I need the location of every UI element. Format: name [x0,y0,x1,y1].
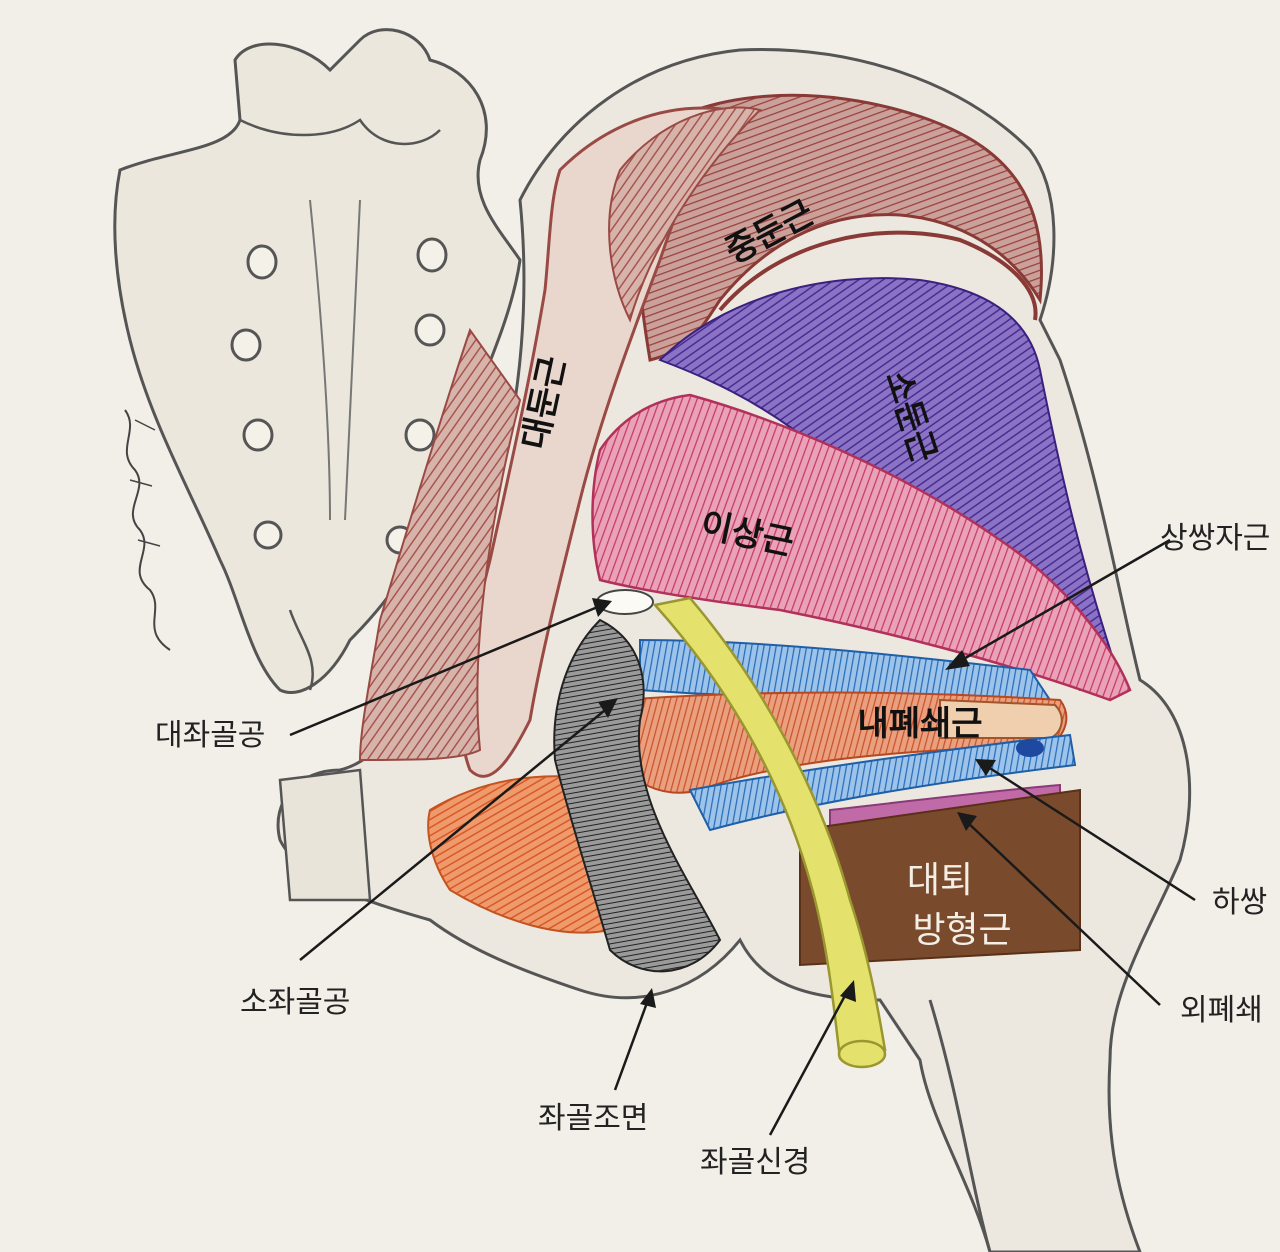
label-quadratus-femoris-line2: 방형근 [912,910,1011,951]
quadratus-femoris-muscle [799,788,1081,967]
gluteus-maximus-muscle [358,106,762,778]
artist-signature [124,409,171,651]
callout-inferior-gemellus: 하쌍 [1212,885,1267,920]
femur-outline [928,999,992,1252]
piriformis-muscle [591,393,1132,702]
callout-superior-gemellus: 상쌍자근 [1160,521,1270,556]
label-obturator-internus: 내폐쇄근 [857,704,982,744]
sciatic-nerve [652,596,887,1069]
gluteus-medius-muscle [634,93,1043,362]
leader-lines [289,538,1196,1136]
callout-ischial-tuberosity: 좌골조면 [538,1101,648,1136]
label-quadratus-femoris-line1: 대퇴 [907,860,973,901]
callout-sciatic-nerve: 좌골신경 [700,1145,810,1180]
sacrotuberous-ligament [553,618,722,973]
callout-greater-sciatic-foramen: 대좌골공 [155,718,265,753]
callout-obturator-externus: 외폐쇄 [1180,993,1263,1028]
callout-lesser-sciatic-foramen: 소좌골공 [240,985,350,1020]
